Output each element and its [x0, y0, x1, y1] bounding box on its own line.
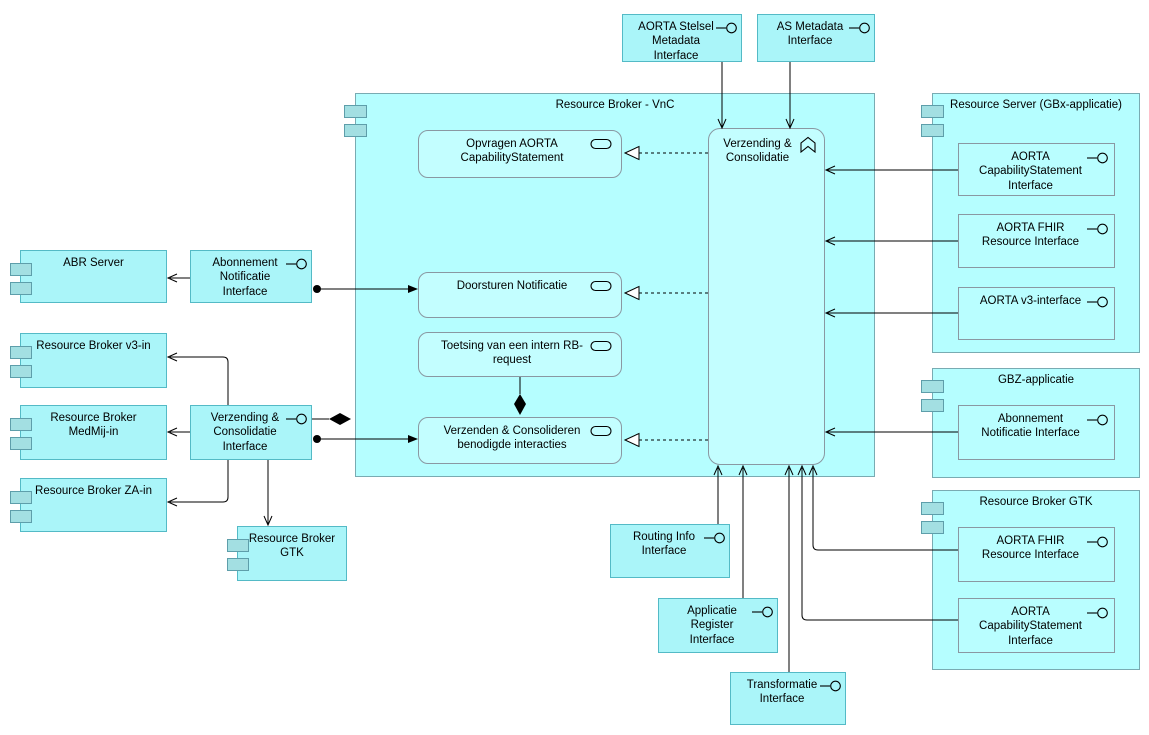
node-label: Applicatie Register Interface: [687, 605, 737, 646]
interface-icon: [849, 22, 870, 34]
interface-icon: [1087, 223, 1108, 235]
node-doorsturen-notificatie[interactable]: Doorsturen Notificatie: [418, 272, 622, 318]
component-icon: [10, 263, 32, 295]
node-label: Toetsing van een intern RB- request: [441, 340, 583, 367]
rel-vc-iface-to-gtk-left: [263, 460, 273, 527]
node-gtk-aorta-fhir-resource-interface[interactable]: AORTA FHIR Resource Interface: [958, 527, 1115, 582]
node-label: AORTA FHIR Resource Interface: [981, 222, 1080, 249]
rel-vc-iface-to-v3-in: [166, 352, 229, 405]
node-opvragen-aorta-capabilitystatement[interactable]: Opvragen AORTA CapabilityStatement: [418, 130, 622, 178]
container-title: Resource Broker - VnC: [555, 99, 675, 111]
rel-vc-iface-to-medmij: [166, 427, 190, 437]
interface-icon: [820, 680, 841, 692]
service-icon: [590, 138, 612, 150]
service-icon: [590, 340, 612, 352]
node-rs-aorta-capabilitystatement-interface[interactable]: AORTA CapabilityStatement Interface: [958, 143, 1115, 196]
node-label: ABR Server: [63, 257, 124, 269]
node-label: AS Metadata Interface: [776, 21, 844, 48]
interface-icon: [716, 22, 737, 34]
node-label: Abonnement Notificatie Interface: [981, 413, 1080, 440]
rel-applicatie-register-to-function: [738, 464, 748, 598]
rel-abonnement-iface-to-abr-server: [166, 273, 190, 283]
node-label: Doorsturen Notificatie: [456, 280, 568, 292]
component-icon: [227, 539, 249, 571]
rel-vc-iface-to-za-in: [166, 460, 229, 507]
component-icon: [921, 105, 944, 137]
node-label: Opvragen AORTA CapabilityStatement: [460, 138, 564, 165]
node-resource-broker-za-in[interactable]: Resource Broker ZA-in: [10, 478, 167, 532]
node-verzending-consolidatie-interface[interactable]: Verzending & Consolidatie Interface: [190, 405, 312, 460]
node-rs-aorta-v3-interface[interactable]: AORTA v3-interface: [958, 287, 1115, 340]
node-aorta-stelsel-metadata-interface[interactable]: AORTA Stelsel Metadata Interface: [622, 14, 742, 62]
node-transformatie-interface[interactable]: Transformatie Interface: [730, 672, 846, 725]
node-routing-info-interface[interactable]: Routing Info Interface: [610, 524, 730, 578]
node-toetsing-intern-rb-request[interactable]: Toetsing van een intern RB- request: [418, 332, 622, 377]
container-title: Resource Broker GTK: [979, 496, 1093, 508]
interface-icon: [286, 258, 307, 270]
interface-icon: [286, 413, 307, 425]
container-title: Resource Server (GBx-applicatie): [950, 99, 1122, 111]
interface-icon: [1087, 607, 1108, 619]
rel-transformatie-to-function: [784, 464, 794, 672]
node-label: AORTA CapabilityStatement Interface: [979, 151, 1082, 192]
node-gtk-aorta-capabilitystatement-interface[interactable]: AORTA CapabilityStatement Interface: [958, 598, 1115, 653]
node-label: AORTA v3-interface: [979, 295, 1082, 307]
node-verzenden-consolideren[interactable]: Verzenden & Consolideren benodigde inter…: [418, 417, 622, 464]
node-gbz-abonnement-notificatie-interface[interactable]: Abonnement Notificatie Interface: [958, 405, 1115, 460]
interface-icon: [752, 606, 773, 618]
node-label: Resource Broker MedMij-in: [50, 412, 137, 439]
node-abr-server[interactable]: ABR Server: [10, 250, 167, 303]
node-label: Abonnement Notificatie Interface: [212, 257, 278, 298]
interface-icon: [1087, 414, 1108, 426]
component-icon: [10, 346, 32, 378]
component-icon: [10, 418, 32, 450]
node-verzending-consolidatie-function[interactable]: Verzending & Consolidatie: [708, 128, 825, 465]
service-icon: [590, 425, 612, 437]
node-label: Verzenden & Consolideren benodigde inter…: [443, 425, 581, 452]
node-label: AORTA Stelsel Metadata Interface: [638, 21, 714, 62]
interface-icon: [1087, 296, 1108, 308]
node-label: AORTA CapabilityStatement Interface: [979, 606, 1082, 647]
interface-icon: [704, 532, 725, 544]
node-applicatie-register-interface[interactable]: Applicatie Register Interface: [658, 598, 778, 653]
node-resource-broker-v3-in[interactable]: Resource Broker v3-in: [10, 333, 167, 388]
node-label: Resource Broker GTK: [248, 533, 336, 560]
component-icon: [344, 105, 367, 137]
node-label: Verzending & Consolidatie: [723, 138, 792, 165]
node-as-metadata-interface[interactable]: AS Metadata Interface: [757, 14, 875, 62]
container-title: GBZ-applicatie: [997, 374, 1075, 386]
interface-icon: [1087, 536, 1108, 548]
node-label: Routing Info Interface: [632, 531, 695, 558]
node-resource-broker-gtk-left[interactable]: Resource Broker GTK: [227, 526, 347, 581]
function-icon: [800, 136, 816, 154]
component-icon: [10, 491, 32, 523]
component-icon: [921, 380, 944, 412]
node-label: Resource Broker v3-in: [36, 340, 151, 352]
node-label: Resource Broker ZA-in: [35, 485, 152, 497]
node-label: Verzending & Consolidatie Interface: [210, 412, 280, 453]
node-abonnement-notificatie-interface[interactable]: Abonnement Notificatie Interface: [190, 250, 312, 303]
node-rs-aorta-fhir-resource-interface[interactable]: AORTA FHIR Resource Interface: [958, 214, 1115, 268]
node-label: Transformatie Interface: [746, 679, 818, 706]
service-icon: [590, 280, 612, 292]
rel-vc-iface-composition: [312, 413, 351, 425]
node-label: AORTA FHIR Resource Interface: [981, 535, 1080, 562]
interface-icon: [1087, 152, 1108, 164]
node-resource-broker-medmij-in[interactable]: Resource Broker MedMij-in: [10, 405, 167, 460]
